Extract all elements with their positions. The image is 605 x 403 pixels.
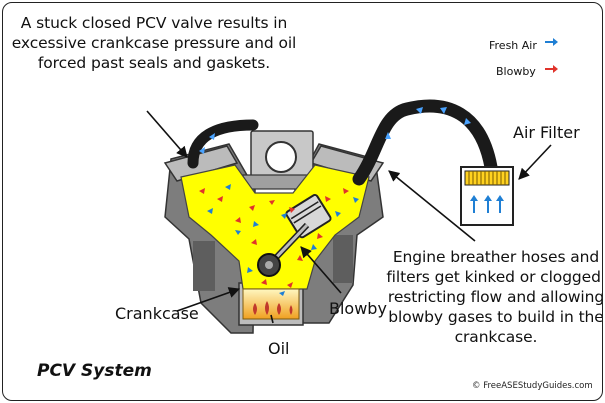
stuck-valve-annotation: A stuck closed PCV valve results in exce… [11, 14, 297, 72]
oil-flames-icon [253, 301, 293, 315]
crankcase-label: Crankcase [115, 304, 199, 323]
credit-text: © FreeASEStudyGuides.com [472, 381, 593, 391]
legend-fresh-air: Fresh Air [489, 39, 537, 52]
breather-hose-annotation: Engine breather hoses and filters get ki… [386, 248, 603, 346]
hose-airflow-arrows [199, 107, 471, 154]
air-filter-label: Air Filter [513, 123, 580, 142]
air-filter [460, 166, 514, 226]
blowby-label: Blowby [329, 299, 387, 318]
leader-arrows [146, 110, 552, 324]
legend-arrow-blowby [545, 65, 558, 73]
diagram-caption: PCV System [37, 361, 152, 381]
crankcase-airflow-arrows [199, 184, 359, 296]
oil-label: Oil [268, 339, 290, 358]
oil-sump [242, 288, 300, 320]
piston-assembly [257, 194, 332, 277]
legend-arrow-fresh-air [545, 38, 558, 46]
crankcase-cavity [180, 164, 370, 290]
pcv-system-diagram [146, 38, 558, 334]
legend-blowby: Blowby [496, 65, 536, 78]
breather-hoses [187, 99, 498, 186]
